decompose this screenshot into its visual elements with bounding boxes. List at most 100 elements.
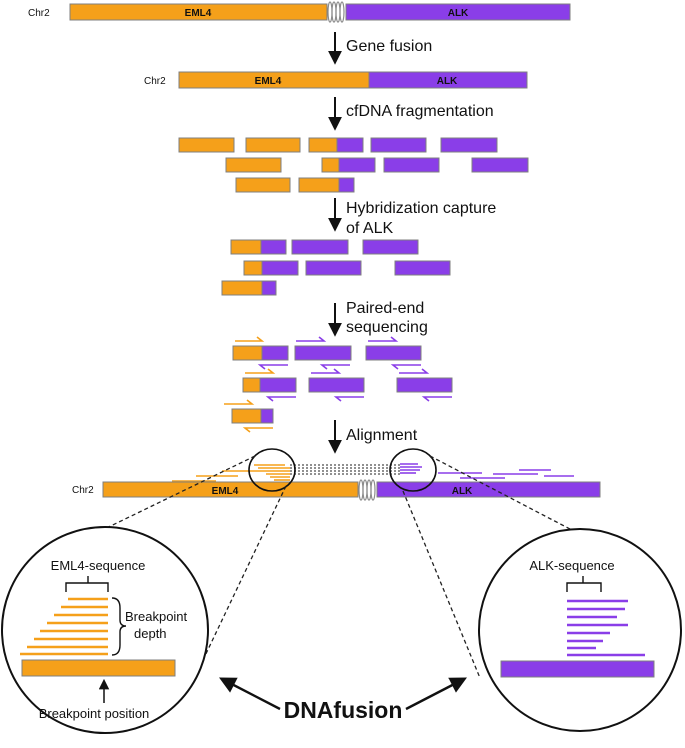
fragment-eml4 bbox=[225, 157, 282, 173]
fragment-alk bbox=[394, 260, 451, 276]
fragment-fusion-eml4 bbox=[321, 157, 340, 173]
fragment-fusion-eml4 bbox=[221, 280, 263, 296]
alk-segment bbox=[345, 3, 571, 21]
fragment-fusion-eml4 bbox=[298, 177, 340, 193]
step-label-capture-line1: Hybridization capture bbox=[346, 200, 496, 217]
zoom-panel-alk: ALK-sequence bbox=[478, 528, 682, 732]
reference-chromosome: Chr2 EML4 ALK bbox=[72, 479, 601, 501]
fragment-fusion-alk bbox=[336, 137, 364, 153]
sequence-bracket bbox=[65, 576, 109, 592]
forward-read-arrow bbox=[399, 368, 430, 374]
reverse-read-arrow bbox=[319, 364, 350, 370]
fragment-alk bbox=[291, 239, 349, 255]
step-label-capture-line2: of ALK bbox=[346, 220, 393, 237]
fragment-eml4 bbox=[235, 177, 291, 193]
paired-end-read-arrows bbox=[224, 336, 452, 433]
chromosome-fused: Chr2 EML4 ALK bbox=[144, 71, 528, 89]
reverse-read-arrow bbox=[257, 364, 288, 370]
fragment-alk bbox=[294, 345, 352, 361]
fragment-fusion-alk bbox=[261, 345, 289, 361]
zoom-panel-eml4: EML4-sequence Breakpoint depth Breakpoin… bbox=[1, 526, 209, 734]
fragment-fusion-eml4 bbox=[308, 137, 338, 153]
dnafusion-label: DNAfusion bbox=[284, 697, 403, 723]
fragment-alk bbox=[362, 239, 419, 255]
forward-read-arrow bbox=[311, 368, 342, 374]
breakpoint-reads bbox=[20, 597, 108, 656]
eml4-segment bbox=[102, 481, 359, 498]
step-label-fragmentation: cfDNA fragmentation bbox=[346, 103, 494, 120]
chromosome-label: Chr2 bbox=[144, 76, 166, 87]
eml4-reference-bar bbox=[21, 659, 176, 677]
alk-label: ALK bbox=[452, 486, 473, 497]
reverse-read-arrow bbox=[265, 396, 296, 402]
fragment-alk bbox=[308, 377, 365, 393]
breakpoint-coil bbox=[327, 1, 345, 23]
sequence-bracket bbox=[566, 576, 602, 592]
breakpoint-depth-label-line2: depth bbox=[134, 626, 167, 641]
pointer-arrow-right bbox=[405, 677, 467, 711]
alk-sequence-label: ALK-sequence bbox=[529, 558, 614, 573]
reverse-read-arrow bbox=[242, 427, 273, 433]
fragment-fusion-alk bbox=[260, 239, 287, 255]
fragment-eml4 bbox=[178, 137, 235, 153]
split-read-connectors bbox=[290, 464, 400, 475]
fragment-fusion-alk bbox=[261, 260, 299, 276]
forward-read-arrow bbox=[235, 336, 265, 342]
forward-read-arrow bbox=[368, 336, 399, 342]
eml4-sequence-label: EML4-sequence bbox=[51, 558, 146, 573]
step-label-sequencing-line1: Paired-end bbox=[346, 300, 424, 317]
forward-read-arrow bbox=[296, 336, 327, 342]
fragment-fusion-alk bbox=[261, 280, 277, 296]
depth-brace bbox=[111, 597, 127, 656]
fragment-alk bbox=[383, 157, 440, 173]
chromosome-original: Chr2 EML4 ALK bbox=[28, 1, 571, 23]
reverse-read-arrow bbox=[421, 396, 452, 402]
reverse-read-arrow bbox=[390, 364, 421, 370]
eml4-segment bbox=[69, 3, 328, 21]
fragment-alk bbox=[440, 137, 498, 153]
alk-label: ALK bbox=[437, 76, 458, 87]
fragment-fusion-eml4 bbox=[242, 377, 261, 393]
zoom-circle-alk bbox=[389, 448, 437, 492]
breakpoint-position-label: Breakpoint position bbox=[39, 706, 150, 721]
pointer-arrow-left bbox=[219, 677, 281, 711]
fragment-fusion-eml4 bbox=[230, 239, 262, 255]
fragment-fusion-alk bbox=[259, 377, 297, 393]
alk-segment bbox=[368, 71, 528, 89]
reverse-read-arrow bbox=[333, 396, 364, 402]
fragment-alk bbox=[370, 137, 427, 153]
fragment-alk bbox=[305, 260, 362, 276]
fragment-fusion-alk bbox=[338, 157, 376, 173]
fragment-alk bbox=[396, 377, 453, 393]
eml4-label: EML4 bbox=[212, 486, 239, 497]
alk-reference-bar bbox=[500, 660, 655, 678]
alk-segment bbox=[376, 481, 601, 498]
step-label-sequencing-line2: sequencing bbox=[346, 319, 428, 336]
zoom-circle-eml4 bbox=[248, 448, 296, 492]
step-label-gene-fusion: Gene fusion bbox=[346, 38, 432, 55]
aligned-reads bbox=[172, 463, 574, 482]
fragment-eml4 bbox=[245, 137, 301, 153]
captured-fragments bbox=[221, 239, 451, 296]
fragment-fusion-eml4 bbox=[232, 345, 263, 361]
eml4-label: EML4 bbox=[185, 8, 212, 19]
eml4-label: EML4 bbox=[255, 76, 282, 87]
forward-read-arrow bbox=[245, 368, 276, 374]
cfdna-fragments bbox=[178, 137, 529, 193]
fragment-fusion-alk bbox=[260, 408, 274, 424]
breakpoint-reads bbox=[567, 599, 645, 657]
forward-read-arrow bbox=[224, 399, 255, 405]
breakpoint-depth-label-line1: Breakpoint bbox=[125, 609, 188, 624]
fragment-alk bbox=[365, 345, 422, 361]
alk-label: ALK bbox=[448, 8, 469, 19]
fragment-fusion-alk bbox=[338, 177, 355, 193]
chromosome-label: Chr2 bbox=[72, 485, 94, 496]
chromosome-label: Chr2 bbox=[28, 8, 50, 19]
step-label-alignment: Alignment bbox=[346, 427, 418, 444]
sequenced-fragments bbox=[231, 345, 453, 424]
fragment-fusion-eml4 bbox=[231, 408, 262, 424]
breakpoint-coil bbox=[358, 479, 376, 501]
fragment-alk bbox=[471, 157, 529, 173]
